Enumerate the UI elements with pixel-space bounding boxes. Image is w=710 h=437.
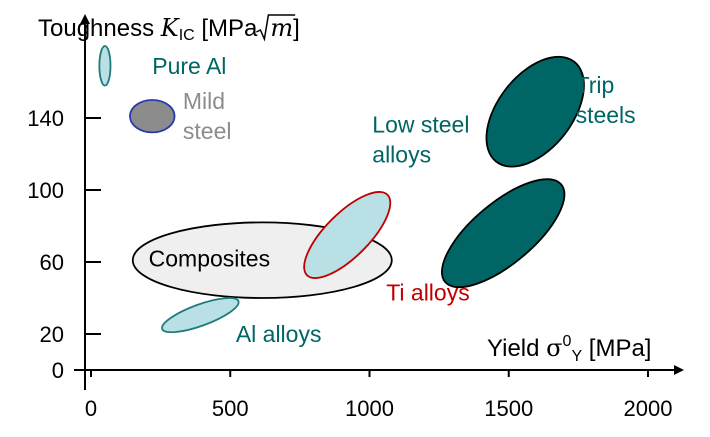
y-tick-label: 20 xyxy=(40,322,64,347)
material-label-low-steel-alloys: Low steel xyxy=(372,112,469,138)
material-regions xyxy=(98,45,585,334)
material-label-mild-steel: Mild xyxy=(183,88,225,114)
material-region-trip-steels xyxy=(485,55,585,168)
x-axis-label: Yield σ0Y [MPa] xyxy=(487,333,651,365)
x-tick-label: 2000 xyxy=(624,396,673,421)
material-label-trip-steels: steels xyxy=(576,102,636,128)
y-tick-label: 140 xyxy=(27,106,64,131)
material-labels: Composites Pure Al Mild steel Al alloys Ti al… xyxy=(149,53,636,347)
material-label-mild-steel: steel xyxy=(183,118,232,144)
y-tick-label: 0 xyxy=(52,358,64,383)
y-tick-label: 100 xyxy=(27,178,64,203)
material-region-ti-alloys xyxy=(303,191,392,279)
material-label-pure-al: Pure Al xyxy=(152,53,226,79)
material-region-mild-steel xyxy=(129,99,176,134)
y-tick-label: 60 xyxy=(40,250,64,275)
x-tick-label: 0 xyxy=(85,396,97,421)
material-label-low-steel-alloys: alloys xyxy=(372,142,431,168)
square-root-sign xyxy=(256,14,296,42)
material-region-pure-al xyxy=(98,45,112,87)
material-label-al-alloys: Al alloys xyxy=(236,321,322,347)
material-label-ti-alloys: Ti alloys xyxy=(386,280,470,306)
material-region-low-steel-alloys xyxy=(441,178,566,289)
axis-ticks: 0 500 1000 1500 2000 0 20 60 100 140 xyxy=(27,106,672,421)
material-label-composites: Composites xyxy=(149,245,270,271)
material-region-al-alloys xyxy=(161,297,240,334)
material-label-trip-steels: Trip xyxy=(576,72,615,98)
x-tick-label: 1000 xyxy=(345,396,394,421)
x-tick-label: 500 xyxy=(212,396,249,421)
x-tick-label: 1500 xyxy=(484,396,533,421)
